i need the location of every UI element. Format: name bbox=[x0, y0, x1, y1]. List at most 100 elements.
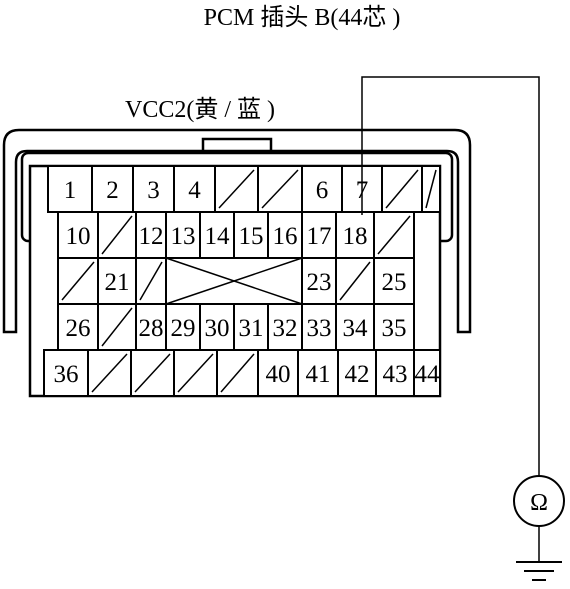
blocked-cavity bbox=[165, 257, 303, 305]
pin-cell-blank bbox=[216, 349, 259, 397]
pin-cell-blank bbox=[135, 257, 167, 305]
pin-cell-33: 33 bbox=[301, 303, 337, 351]
pin-cell-4: 4 bbox=[173, 165, 216, 213]
pin-number: 41 bbox=[306, 361, 331, 388]
unused-pin-slash bbox=[261, 169, 299, 209]
pin-cell-box bbox=[373, 257, 415, 305]
test-lead-wire bbox=[361, 76, 540, 476]
vcc-label: VCC2(黄 / 蓝 ) bbox=[125, 96, 275, 123]
unused-pin-slash bbox=[220, 353, 255, 393]
connector-latch bbox=[201, 137, 273, 153]
pin-cell-box bbox=[301, 303, 337, 351]
unused-pin-slash bbox=[134, 353, 171, 393]
pin-number: 31 bbox=[239, 315, 264, 342]
pin-number: 10 bbox=[66, 223, 91, 250]
pin-cell-6: 6 bbox=[301, 165, 343, 213]
pin-number: 4 bbox=[188, 177, 201, 204]
pin-cell-blank bbox=[87, 349, 132, 397]
pin-number: 14 bbox=[205, 223, 231, 250]
ohmmeter-symbol: Ω bbox=[530, 490, 548, 516]
pin-cell-box bbox=[297, 349, 339, 397]
pin-number: 16 bbox=[273, 223, 298, 250]
pin-cell-41: 41 bbox=[297, 349, 339, 397]
pin-number: 29 bbox=[171, 315, 196, 342]
pin-cell-box bbox=[233, 303, 269, 351]
pin-cell-28: 28 bbox=[135, 303, 167, 351]
pin-cell-34: 34 bbox=[335, 303, 375, 351]
pin-cell-blank bbox=[173, 349, 218, 397]
pin-number: 35 bbox=[382, 315, 407, 342]
unused-pin-slash bbox=[339, 261, 371, 301]
pin-number: 15 bbox=[239, 223, 264, 250]
pin-cell-blank bbox=[97, 211, 137, 259]
unused-pin-slash bbox=[425, 169, 437, 209]
pin-cell-13: 13 bbox=[165, 211, 201, 259]
pin-number: 12 bbox=[139, 223, 164, 250]
pin-number: 43 bbox=[383, 361, 408, 388]
pin-number: 2 bbox=[106, 177, 119, 204]
pin-cell-1: 1 bbox=[47, 165, 93, 213]
pin-cell-box bbox=[267, 211, 303, 259]
pin-number: 21 bbox=[105, 269, 130, 296]
pin-cell-26: 26 bbox=[57, 303, 99, 351]
pin-cell-box bbox=[43, 349, 89, 397]
unused-pin-slash bbox=[385, 169, 419, 209]
pin-cell-23: 23 bbox=[301, 257, 337, 305]
pin-number: 6 bbox=[316, 177, 329, 204]
pin-cell-box bbox=[335, 211, 375, 259]
pin-cell-29: 29 bbox=[165, 303, 201, 351]
unused-pin-slash bbox=[177, 353, 214, 393]
unused-pin-slash bbox=[91, 353, 128, 393]
pin-cell-blank bbox=[335, 257, 375, 305]
pin-cell-42: 42 bbox=[337, 349, 377, 397]
pin-number: 28 bbox=[139, 315, 164, 342]
pin-cell-31: 31 bbox=[233, 303, 269, 351]
pin-cell-box bbox=[135, 211, 167, 259]
pin-cell-2: 2 bbox=[91, 165, 134, 213]
unused-pin-slash bbox=[101, 215, 133, 255]
pin-cell-blank bbox=[257, 165, 303, 213]
unused-pin-slash bbox=[101, 307, 133, 347]
pin-cell-box bbox=[375, 349, 415, 397]
pin-cell-12: 12 bbox=[135, 211, 167, 259]
pin-number: 33 bbox=[307, 315, 332, 342]
pin-cell-box bbox=[373, 303, 415, 351]
pin-cell-blank bbox=[214, 165, 259, 213]
unused-pin-slash bbox=[218, 169, 255, 209]
pin-number: 25 bbox=[382, 269, 407, 296]
pin-cell-box bbox=[165, 211, 201, 259]
pin-cell-30: 30 bbox=[199, 303, 235, 351]
pin-number: 17 bbox=[307, 223, 332, 250]
pin-number: 1 bbox=[64, 177, 77, 204]
pin-number: 40 bbox=[266, 361, 291, 388]
pin-cell-blank bbox=[381, 165, 423, 213]
pin-cell-44: 44 bbox=[413, 349, 441, 397]
pin-cell-18: 18 bbox=[335, 211, 375, 259]
pin-cell-blank bbox=[130, 349, 175, 397]
pin-cell-40: 40 bbox=[257, 349, 299, 397]
pin-number: 32 bbox=[273, 315, 298, 342]
pin-number: 44 bbox=[415, 361, 441, 388]
pin-cell-21: 21 bbox=[97, 257, 137, 305]
pin-cell-3: 3 bbox=[132, 165, 175, 213]
pin-cell-blank bbox=[97, 303, 137, 351]
pin-cell-10: 10 bbox=[57, 211, 99, 259]
pin-cell-32: 32 bbox=[267, 303, 303, 351]
pin-cell-15: 15 bbox=[233, 211, 269, 259]
pin-number: 18 bbox=[343, 223, 368, 250]
pin-number: 3 bbox=[147, 177, 160, 204]
pin-cell-box bbox=[165, 303, 201, 351]
pin-cell-box bbox=[301, 165, 343, 213]
unused-pin-slash bbox=[61, 261, 95, 301]
pin-cell-14: 14 bbox=[199, 211, 235, 259]
pin-number: 42 bbox=[345, 361, 370, 388]
pin-cell-25: 25 bbox=[373, 257, 415, 305]
pin-cell-16: 16 bbox=[267, 211, 303, 259]
pin-cell-blank bbox=[373, 211, 415, 259]
pin-cell-blank bbox=[57, 257, 99, 305]
pin-number: 23 bbox=[307, 269, 332, 296]
pin-cell-blank bbox=[421, 165, 441, 213]
pin-number: 26 bbox=[66, 315, 91, 342]
